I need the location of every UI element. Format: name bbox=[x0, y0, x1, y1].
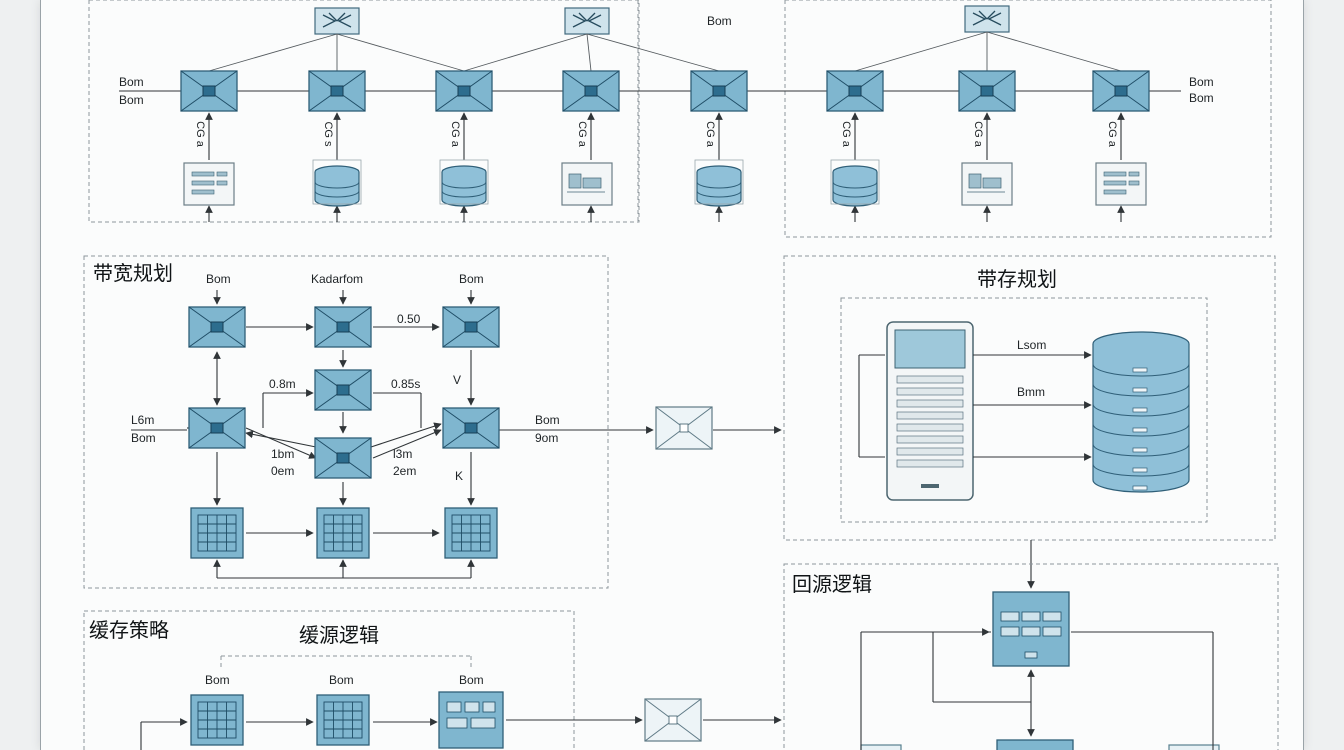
top-db-6 bbox=[830, 159, 880, 207]
bw-label-out-a: Bom bbox=[535, 413, 560, 427]
bw-grid-3 bbox=[444, 507, 498, 559]
storage-server bbox=[886, 321, 974, 501]
bw-label-top-right: Bom bbox=[459, 272, 484, 286]
top-switch-3 bbox=[435, 70, 493, 112]
top-db-3 bbox=[439, 159, 489, 207]
cache-output-switch bbox=[644, 698, 702, 742]
top-panel-4 bbox=[561, 162, 613, 206]
top-label-right-upper: Bom bbox=[1189, 75, 1214, 89]
top-label-right-lower: Bom bbox=[1189, 91, 1214, 105]
bandwidth-title: 带宽规划 bbox=[93, 261, 173, 285]
origin-right-node bbox=[1168, 744, 1220, 750]
bw-node-1 bbox=[188, 306, 246, 348]
bw-node-center bbox=[314, 369, 372, 411]
cache-bracket bbox=[220, 655, 472, 668]
cache-label-b: Bom bbox=[329, 673, 354, 687]
cache-strategy-title: 缓存策略 bbox=[89, 618, 169, 642]
top-switch-1 bbox=[180, 70, 238, 112]
region-storage bbox=[783, 255, 1276, 541]
top-doc-8 bbox=[1095, 162, 1147, 206]
top-doc-1 bbox=[183, 162, 235, 206]
top-label-left-upper: Bom bbox=[119, 75, 144, 89]
bw-label-low-left-b: 0em bbox=[271, 464, 294, 478]
top-vertical-label: CG a bbox=[449, 121, 461, 148]
bw-node-2 bbox=[314, 306, 372, 348]
bw-label-out-b: 9om bbox=[535, 431, 558, 445]
bw-label-left-b: Bom bbox=[131, 431, 156, 445]
top-switch-7 bbox=[958, 70, 1016, 112]
top-hub-3 bbox=[964, 5, 1010, 33]
top-vertical-label: CG s bbox=[322, 121, 334, 147]
region-top-left bbox=[88, 0, 640, 223]
top-vertical-label: CG a bbox=[972, 121, 984, 148]
cache-grid-1 bbox=[190, 694, 244, 746]
storage-db-stack bbox=[1092, 331, 1190, 493]
cache-panel bbox=[438, 691, 504, 749]
bw-node-lower bbox=[314, 437, 372, 479]
bw-label-mid-link: 0.50 bbox=[397, 312, 421, 326]
top-vertical-label: CG a bbox=[1106, 121, 1118, 148]
origin-left-node bbox=[860, 744, 902, 750]
top-db-5 bbox=[694, 159, 744, 207]
top-panel-7 bbox=[961, 162, 1013, 206]
top-switch-6 bbox=[826, 70, 884, 112]
storage-links bbox=[858, 351, 1092, 589]
bw-label-k: K bbox=[455, 469, 463, 483]
bw-label-center-right: 0.85s bbox=[391, 377, 420, 391]
storage-title: 带存规划 bbox=[977, 267, 1057, 291]
top-uplinks bbox=[205, 112, 1125, 222]
top-vertical-label: CG a bbox=[194, 121, 206, 148]
bw-node-3 bbox=[442, 306, 500, 348]
top-label-center: Bom bbox=[707, 14, 732, 28]
bw-label-top-center: Kadarfom bbox=[311, 272, 363, 286]
origin-controller bbox=[992, 591, 1070, 667]
origin-links bbox=[860, 628, 1214, 750]
top-switch-5 bbox=[690, 70, 748, 112]
top-hub-1 bbox=[314, 7, 360, 35]
region-origin bbox=[783, 563, 1279, 750]
bw-label-v: V bbox=[453, 373, 461, 387]
architecture-diagram: Bom Bom Bom Bom Bom CG aCG sCG aCG aCG a… bbox=[83, 0, 1279, 750]
top-db-2 bbox=[312, 159, 362, 207]
hub-links bbox=[208, 31, 1122, 72]
top-vertical-label: CG a bbox=[576, 121, 588, 148]
origin-title: 回源逻辑 bbox=[792, 572, 872, 596]
cache-links bbox=[140, 716, 782, 750]
bw-node-right bbox=[442, 407, 500, 449]
top-vertical-label: CG a bbox=[840, 121, 852, 148]
bw-label-low-right-b: 2em bbox=[393, 464, 416, 478]
bw-grid-2 bbox=[316, 507, 370, 559]
bw-label-low-left-a: 1bm bbox=[271, 447, 294, 461]
bw-label-center-left: 0.8m bbox=[269, 377, 296, 391]
origin-lower-node bbox=[996, 739, 1074, 750]
bandwidth-links bbox=[131, 290, 782, 579]
storage-label-a: Lsom bbox=[1017, 338, 1046, 352]
top-switch-8 bbox=[1092, 70, 1150, 112]
cache-grid-2 bbox=[316, 694, 370, 746]
top-switch-2 bbox=[308, 70, 366, 112]
bw-label-low-right-a: l3m bbox=[393, 447, 412, 461]
bw-grid-1 bbox=[190, 507, 244, 559]
top-vertical-label: CG a bbox=[704, 121, 716, 148]
region-top-right bbox=[784, 0, 1272, 238]
top-switch-4 bbox=[562, 70, 620, 112]
cache-label-a: Bom bbox=[205, 673, 230, 687]
top-label-left-lower: Bom bbox=[119, 93, 144, 107]
cache-source-title: 缓源逻辑 bbox=[299, 623, 379, 647]
bw-label-left-a: L6m bbox=[131, 413, 154, 427]
bw-node-left bbox=[188, 407, 246, 449]
storage-label-b: Bmm bbox=[1017, 385, 1045, 399]
region-cache-strategy bbox=[83, 610, 575, 750]
top-hub-2 bbox=[564, 7, 610, 35]
bw-label-top-left: Bom bbox=[206, 272, 231, 286]
cache-label-c: Bom bbox=[459, 673, 484, 687]
bw-output-switch bbox=[655, 406, 713, 450]
top-vertical-labels: CG a CG s CG a CG a CG a CG a CG a CG a bbox=[194, 121, 1118, 148]
region-bandwidth bbox=[83, 255, 609, 589]
region-storage-inner bbox=[840, 297, 1208, 523]
